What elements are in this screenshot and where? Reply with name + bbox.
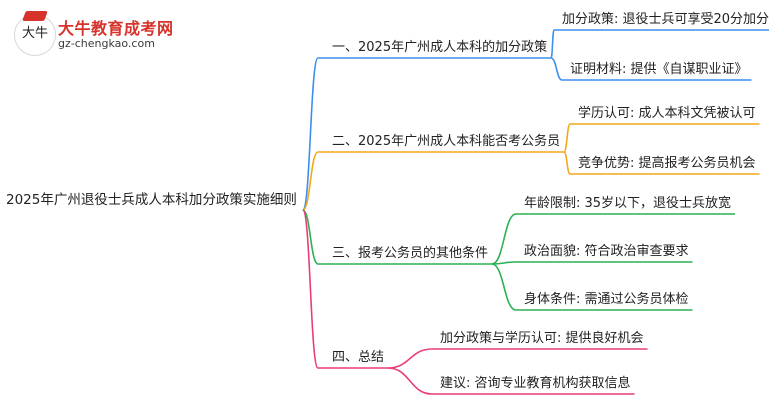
site-logo[interactable]: 大牛 大牛教育成考网 gz-chengkao.com [14, 11, 204, 56]
branch-3-child-3: 身体条件: 需通过公务员体检 [524, 292, 689, 307]
branch-2-child-1: 学历认可: 成人本科文凭被认可 [578, 106, 756, 121]
logo-url: gz-chengkao.com [58, 37, 155, 50]
branch-2-link [302, 151, 565, 211]
branch-1-child-1: 加分政策: 退役士兵可享受20分加分 [562, 12, 769, 27]
logo-badge: 大牛 [14, 11, 56, 56]
branch-1-child-2: 证明材料: 提供《自谋职业证》 [570, 62, 748, 77]
branch-1-link [302, 57, 552, 211]
branch-3-child-1-link [491, 213, 736, 265]
logo-title: 大牛教育成考网 [58, 19, 174, 38]
branch-4-link [302, 209, 389, 369]
branch-3-child-2: 政治面貌: 符合政治审查要求 [524, 244, 689, 259]
branch-4-child-1-link [387, 348, 648, 369]
branch-4-child-1: 加分政策与学历认可: 提供良好机会 [440, 331, 644, 346]
branch-3-link [302, 209, 493, 265]
branch-3-child-3-link [491, 263, 693, 311]
branch-1-child-1-link [550, 29, 769, 59]
branch-4-child-2: 建议: 咨询专业教育机构获取信息 [440, 376, 631, 391]
branch-3-child-2-link [492, 261, 693, 265]
mindmap-links [302, 29, 769, 395]
branch-4-label: 四、总结 [332, 350, 385, 365]
branch-2-child-2: 竞争优势: 提高报考公务员机会 [578, 156, 756, 171]
branch-1-child-2-link [550, 57, 752, 81]
branch-3-label: 三、报考公务员的其他条件 [332, 246, 489, 261]
branch-4-child-2-link [387, 367, 635, 395]
branch-2-child-2-link [563, 151, 760, 175]
branch-1-label: 一、2025年广州成人本科的加分政策 [332, 40, 548, 55]
logo-badge-text: 大牛 [21, 26, 48, 41]
branch-2-child-1-link [563, 123, 760, 153]
branch-2-label: 二、2025年广州成人本科能否考公务员 [332, 134, 561, 149]
branch-3-child-1: 年龄限制: 35岁以下，退役士兵放宽 [524, 196, 732, 211]
mindmap-root: 2025年广州退役士兵成人本科加分政策实施细则 [6, 192, 297, 208]
